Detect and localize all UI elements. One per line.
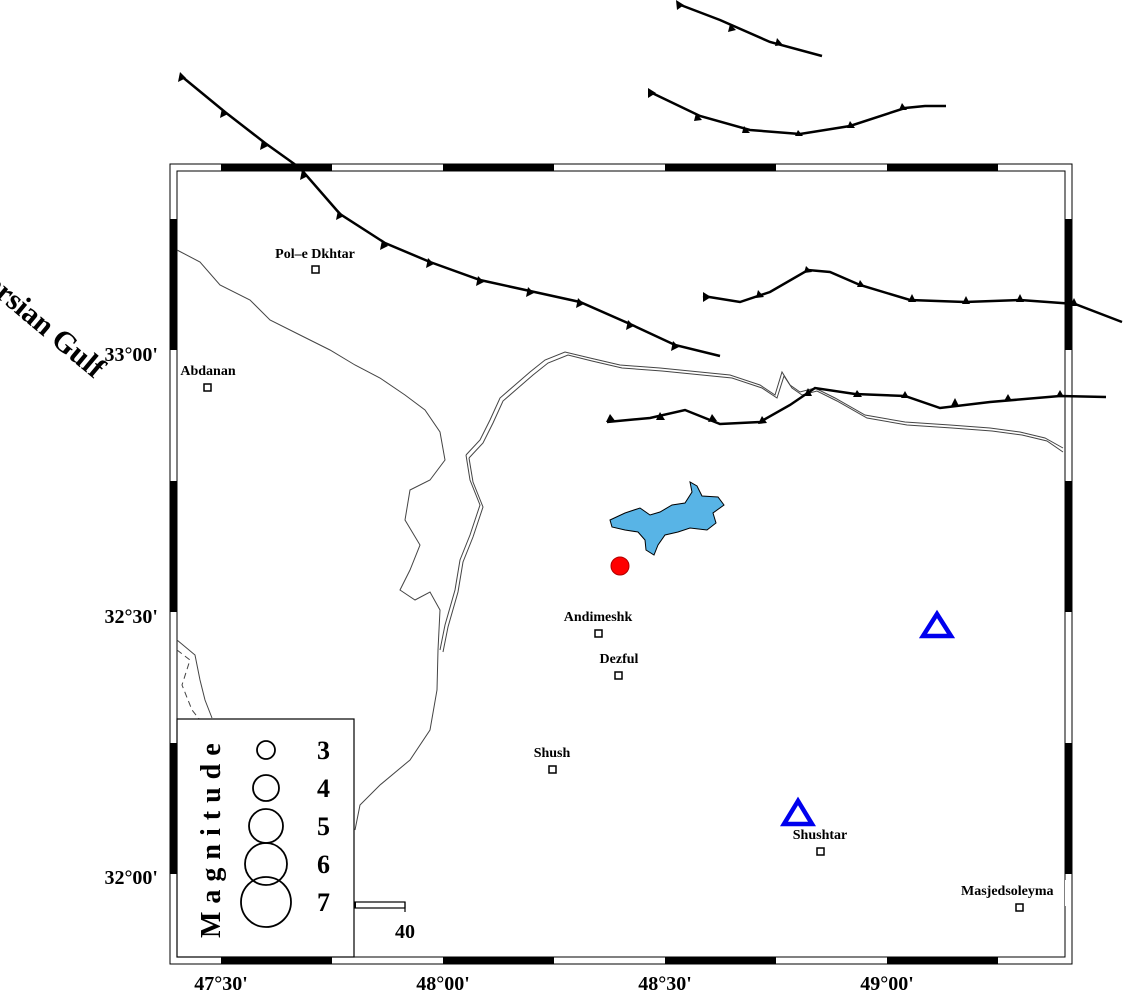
legend-circle-magnitude-4	[252, 774, 280, 802]
legend-magnitude-label: 7	[317, 888, 330, 917]
city-dezful: Dezful	[600, 652, 639, 680]
latitude-label: 32°00'	[104, 867, 158, 889]
legend-circle-magnitude-7	[240, 876, 292, 928]
longitude-label: 47°30'	[194, 973, 248, 995]
longitude-label: 49°00'	[860, 973, 914, 995]
cities: Pol–e Dkhtar Abdanan Andimeshk Dezful Sh…	[180, 247, 1054, 912]
river-main-b	[468, 354, 1064, 459]
city-pol-e-dokhtar: Pol–e Dkhtar	[275, 247, 355, 274]
city-shushtar: Shushtar	[793, 828, 847, 856]
city-label: Andimeshk	[564, 610, 633, 625]
seismic-stations	[779, 609, 956, 827]
river-sw	[176, 639, 213, 719]
legend-magnitude-label: 6	[317, 850, 330, 879]
legend-circle-magnitude-6	[244, 842, 288, 886]
magnitude-legend: Magnitude 3 4 5 6 7	[176, 718, 355, 958]
fault-line-top-2	[649, 90, 946, 136]
reservoir-lake	[609, 481, 725, 556]
latitude-label: 32°30'	[104, 606, 158, 628]
city-shush: Shush	[534, 746, 571, 774]
latitude-labels: 33°00' 32°30' 32°00'	[104, 344, 158, 889]
legend-magnitude-label: 5	[317, 812, 330, 841]
map-frame	[169, 163, 1073, 965]
fault-line-nw	[179, 74, 721, 358]
scale-bar-label: 40	[395, 921, 415, 943]
legend-circle-magnitude-3	[256, 740, 276, 760]
rivers	[176, 249, 1064, 831]
river-lower-a	[439, 454, 481, 651]
city-label: Masjedsoleyma	[961, 884, 1054, 899]
sea-label: Persian Gulf	[0, 255, 112, 385]
longitude-labels: 47°30' 48°00' 48°30' 49°00'	[194, 973, 914, 995]
station-triangle-east	[918, 609, 956, 639]
station-triangle-shushtar	[779, 796, 817, 827]
legend-magnitude-label: 3	[317, 736, 330, 765]
epicenter-marker	[610, 556, 630, 576]
scale-bar: 40	[352, 901, 415, 943]
longitude-label: 48°30'	[638, 973, 692, 995]
faults-outside	[179, 2, 946, 358]
river-lower-b	[442, 457, 484, 653]
legend-title: Magnitude	[196, 735, 227, 938]
city-label: Pol–e Dkhtar	[275, 247, 355, 262]
river-main-a	[465, 351, 1064, 456]
city-abdanan: Abdanan	[180, 364, 236, 392]
city-masjed-soleyman: Masjedsoleyma	[961, 884, 1054, 912]
city-label: Shush	[534, 746, 571, 761]
city-label: Shushtar	[793, 828, 847, 843]
city-label: Abdanan	[180, 364, 235, 379]
city-andimeshk: Andimeshk	[564, 610, 633, 638]
latitude-label: 33°00'	[104, 344, 158, 366]
fault-line-east-2	[606, 386, 1107, 426]
fault-teeth	[178, 0, 1078, 424]
legend-magnitude-label: 4	[317, 774, 330, 803]
longitude-label: 48°00'	[416, 973, 470, 995]
city-label: Dezful	[600, 652, 639, 667]
border-sw	[176, 649, 201, 721]
river-west	[176, 249, 446, 831]
fault-line-top-1	[677, 2, 823, 58]
